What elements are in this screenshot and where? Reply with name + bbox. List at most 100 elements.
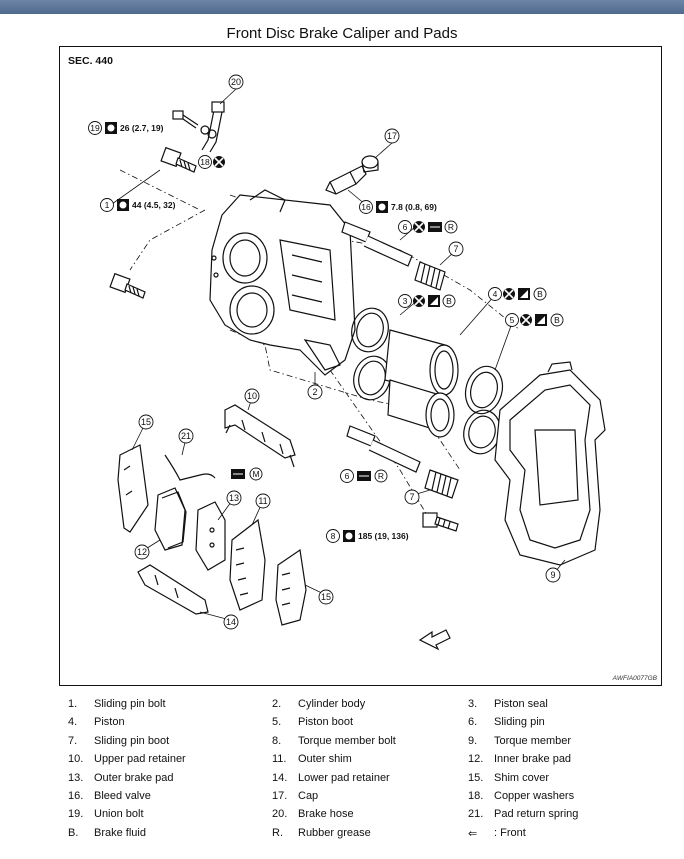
- sliding-pin-bolt-upper: [160, 146, 197, 173]
- svg-text:12: 12: [137, 547, 147, 557]
- cylinder-body: [209, 189, 356, 376]
- legend-label: Pad return spring: [494, 808, 579, 821]
- do-not-reuse-icon: [213, 156, 225, 168]
- svg-text:44 (4.5, 32): 44 (4.5, 32): [132, 200, 176, 210]
- torque-member-bolt: [422, 512, 459, 532]
- legend-label: Sliding pin boot: [94, 734, 170, 747]
- legend-number: 20.: [272, 808, 288, 821]
- svg-text:26 (2.7, 19): 26 (2.7, 19): [120, 123, 164, 133]
- grease-icon: [357, 471, 371, 481]
- legend-label: Shim cover: [494, 771, 550, 784]
- legend-label: Outer shim: [298, 753, 352, 766]
- callout-8-torque: 8 185 (19, 136): [326, 529, 409, 543]
- sliding-pin-boot-lower: [424, 469, 459, 499]
- svg-text:B: B: [537, 289, 543, 299]
- legend-number: 19.: [68, 808, 84, 821]
- callout-3: 3 B: [398, 294, 456, 308]
- legend-label: Upper pad retainer: [94, 753, 186, 766]
- svg-text:11: 11: [258, 496, 267, 506]
- legend-label: Piston: [94, 716, 125, 729]
- page-title: Front Disc Brake Caliper and Pads: [226, 25, 458, 42]
- svg-text:3: 3: [403, 296, 408, 306]
- legend-number: 14.: [272, 771, 288, 784]
- legend-number: 3.: [468, 698, 478, 710]
- section-label: SEC. 440: [68, 55, 113, 67]
- legend-number: 18.: [468, 790, 484, 802]
- legend-number: R.: [272, 826, 283, 839]
- grease-icon: [428, 222, 442, 232]
- torque-wrench-icon: [343, 530, 355, 542]
- legend-label: Piston boot: [298, 716, 354, 729]
- front-arrow-icon: [418, 629, 451, 651]
- sliding-pin-upper: [341, 221, 413, 267]
- callout-5: 5 B: [505, 313, 564, 327]
- sliding-pin-bolt-lower: [109, 272, 146, 299]
- legend-number: 4.: [68, 716, 78, 729]
- torque-wrench-icon: [117, 199, 129, 211]
- upper-pad-retainer: [224, 404, 296, 468]
- bleed-cap: [361, 155, 379, 173]
- legend-label: : Front: [494, 826, 526, 839]
- legend-label: Inner brake pad: [494, 753, 572, 766]
- legend-number: B.: [68, 826, 79, 839]
- legend-number: 15.: [468, 771, 484, 784]
- pad-return-spring: [164, 454, 216, 481]
- exploded-diagram: 20 17 7 2 10 15 21 7 13 11 12 9 15 14 19…: [88, 74, 606, 651]
- legend-number: 13.: [68, 771, 84, 784]
- callout-leaders: [111, 88, 566, 621]
- callout-4: 4 B: [488, 287, 547, 301]
- callout-13: 13: [226, 490, 242, 506]
- svg-text:R: R: [448, 222, 454, 232]
- callout-7-lower: 7: [404, 489, 420, 505]
- svg-text:20: 20: [231, 77, 241, 87]
- svg-text:5: 5: [510, 315, 515, 325]
- svg-text:2: 2: [312, 387, 317, 397]
- legend-number: 2.: [272, 698, 282, 710]
- callout-9: 9: [545, 567, 561, 583]
- brake-fluid-icon: [535, 314, 547, 326]
- shim-cover-left: [117, 444, 149, 533]
- callout-m: M: [231, 467, 263, 481]
- legend-label: Copper washers: [494, 790, 575, 802]
- grease-icon: [231, 469, 245, 479]
- callout-6-upper: 6 R: [398, 220, 458, 234]
- callout-19-torque: 19 26 (2.7, 19): [88, 121, 164, 135]
- svg-text:15: 15: [321, 592, 331, 602]
- legend-label: Piston seal: [494, 698, 548, 710]
- legend-number: 7.: [68, 734, 78, 747]
- callout-12: 12: [134, 544, 150, 560]
- legend-number: 9.: [468, 734, 478, 747]
- legend-number: ⇐: [468, 827, 478, 840]
- do-not-reuse-icon: [503, 288, 515, 300]
- svg-text:7: 7: [453, 244, 458, 254]
- callout-7-upper: 7: [448, 241, 464, 257]
- legend-label: Torque member: [494, 734, 572, 747]
- svg-text:M: M: [252, 469, 259, 479]
- callout-21: 21: [178, 428, 194, 444]
- svg-text:13: 13: [229, 493, 239, 503]
- callout-18: 18: [198, 155, 225, 169]
- diagram-frame: SEC. 440 AWFIA0077GB: [59, 46, 662, 686]
- svg-text:15: 15: [141, 417, 151, 427]
- svg-text:9: 9: [550, 570, 555, 580]
- svg-text:4: 4: [493, 289, 498, 299]
- svg-text:14: 14: [226, 617, 236, 627]
- svg-text:R: R: [378, 471, 384, 481]
- legend-number: 16.: [68, 790, 84, 802]
- callout-11: 11: [255, 493, 271, 509]
- svg-text:21: 21: [181, 431, 191, 441]
- sliding-pin-lower: [346, 425, 421, 473]
- piston-boots: [463, 365, 504, 455]
- legend-number: 10.: [68, 753, 84, 766]
- legend-number: 1.: [68, 698, 78, 710]
- svg-text:B: B: [554, 315, 560, 325]
- legend-number: 12.: [468, 753, 484, 766]
- svg-text:10: 10: [247, 391, 257, 401]
- inner-brake-pad: [154, 487, 187, 551]
- legend-label: Outer brake pad: [94, 771, 174, 784]
- torque-wrench-icon: [105, 122, 117, 134]
- legend-label: Union bolt: [94, 808, 144, 821]
- lower-pad-retainer: [137, 564, 209, 615]
- brake-fluid-icon: [518, 288, 530, 300]
- legend-number: 17.: [272, 790, 288, 802]
